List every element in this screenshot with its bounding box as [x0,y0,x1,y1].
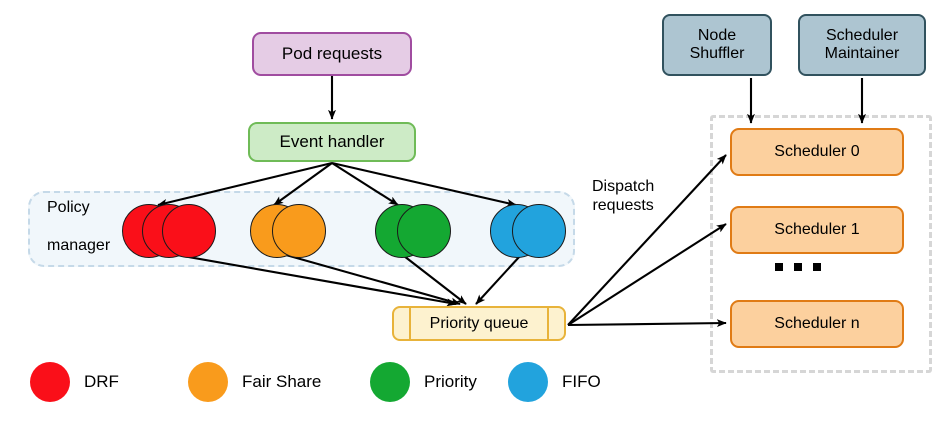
legend-label-fair-share: Fair Share [242,372,322,391]
queue-divider-right [547,308,549,339]
ellipsis-dot-1 [775,263,783,271]
legend-item-fair-share: Fair Share [188,362,321,402]
fifo-circle-2 [512,204,566,258]
node-event-handler[interactable]: Event handler [248,122,416,162]
queue-divider-left [409,308,411,339]
policy-cluster-drf[interactable] [122,204,216,258]
ellipsis-dot-2 [794,263,802,271]
policy-manager-label: Policy manager [47,199,111,255]
ellipsis-dot-3 [813,263,821,271]
drf-circle-3 [162,204,216,258]
node-scheduler-0[interactable]: Scheduler 0 [730,128,904,176]
priority-circle-2 [397,204,451,258]
node-scheduler-n[interactable]: Scheduler n [730,300,904,348]
legend-dot-drf [30,362,70,402]
legend-item-priority: Priority [370,362,477,402]
policy-cluster-fair-share[interactable] [250,204,326,258]
edge-queue-to-scheduler1 [567,223,727,326]
legend-item-fifo: FIFO [508,362,601,402]
node-scheduler-maintainer[interactable]: Scheduler Maintainer [798,14,926,76]
scheduler-ellipsis [775,263,821,271]
node-scheduler-1[interactable]: Scheduler 1 [730,206,904,254]
node-node-shuffler[interactable]: Node Shuffler [662,14,772,76]
legend-dot-fifo [508,362,548,402]
priority-queue-label: Priority queue [429,314,529,332]
policy-cluster-fifo[interactable] [490,204,566,258]
legend-dot-fair-share [188,362,228,402]
legend-label-priority: Priority [424,372,477,391]
fair-share-circle-2 [272,204,326,258]
node-priority-queue[interactable]: Priority queue [392,306,566,341]
legend-dot-priority [370,362,410,402]
dispatch-requests-label: Dispatch requests [592,178,655,215]
edge-queue-to-schedulern [567,319,727,328]
legend-item-drf: DRF [30,362,119,402]
policy-cluster-priority[interactable] [375,204,451,258]
legend-label-drf: DRF [84,372,119,391]
legend-label-fifo: FIFO [562,372,601,391]
node-pod-requests[interactable]: Pod requests [252,32,412,76]
